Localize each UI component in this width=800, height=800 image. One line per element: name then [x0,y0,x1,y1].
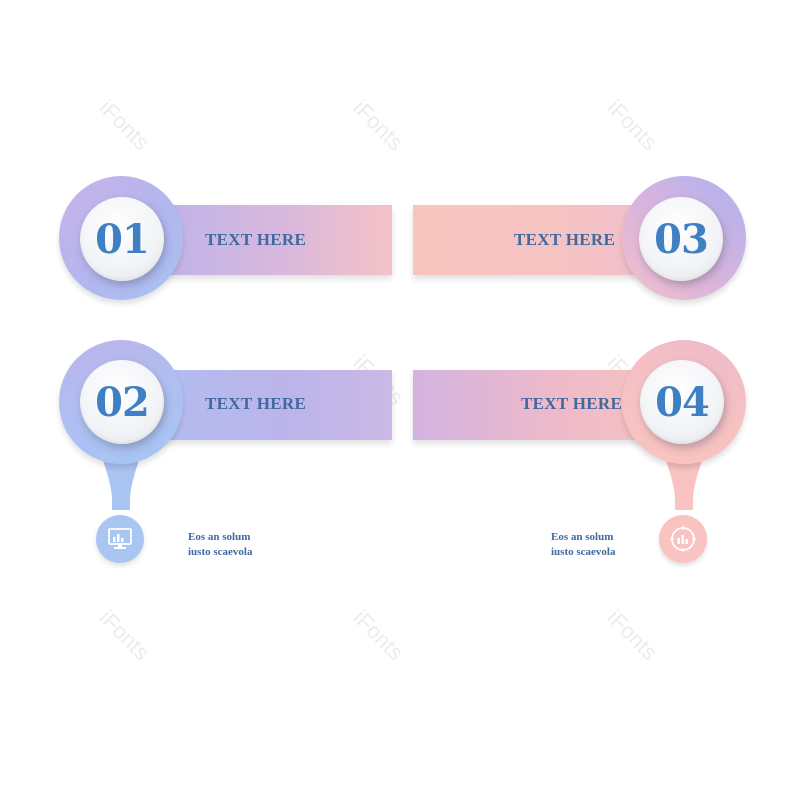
watermark: iFonts [602,95,663,156]
icon-circle [96,515,144,563]
watermark: iFonts [348,605,409,666]
item-caption: Eos an solum iusto scaevola [188,530,252,560]
watermark: iFonts [94,605,155,666]
watermark: iFonts [94,95,155,156]
item-label: TEXT HERE [205,230,307,249]
item-number: 04 [655,378,710,426]
item-caption: Eos an solum iusto scaevola [551,530,615,560]
number-circle: 01 [80,197,164,281]
number-circle: 02 [80,360,164,444]
connector-stem [664,455,704,510]
label-band [150,370,392,440]
watermark: iFonts [348,95,409,156]
item-number: 03 [654,215,709,263]
watermark: iFonts [602,605,663,666]
caption-line: Eos an solum [551,531,614,543]
item-label: TEXT HERE [521,394,623,413]
circular-chart-icon [670,526,696,552]
item-number: 01 [95,215,150,263]
icon-circle [659,515,707,563]
item-label: TEXT HERE [205,394,307,413]
caption-line: iusto scaevola [551,546,616,558]
monitor-chart-icon [108,528,132,549]
number-circle: 03 [639,197,723,281]
item-label: TEXT HERE [514,230,616,249]
connector-stem [101,455,141,510]
item-number: 02 [95,378,150,426]
number-circle: 04 [640,360,724,444]
caption-line: Eos an solum [188,531,251,543]
caption-line: iusto scaevola [188,546,253,558]
label-band [150,205,392,275]
